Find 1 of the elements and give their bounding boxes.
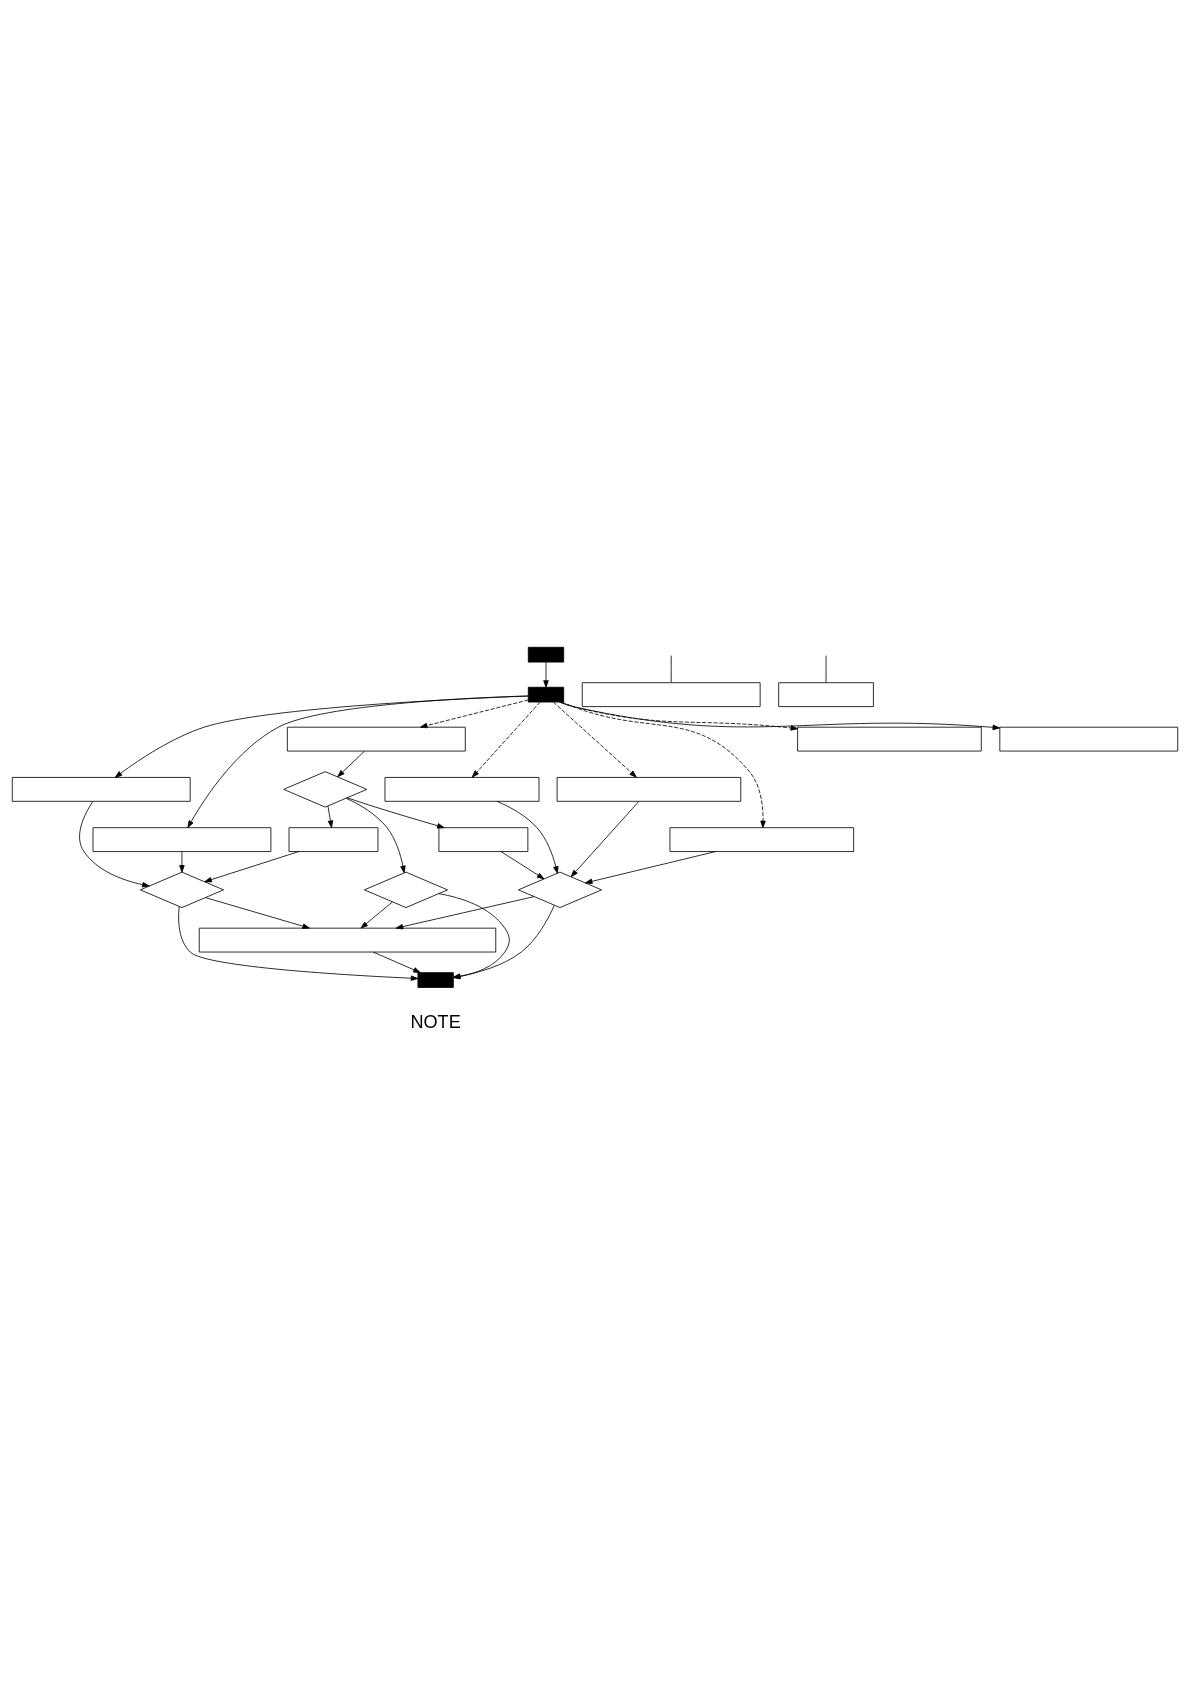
label: NOTE <box>410 1010 461 1031</box>
